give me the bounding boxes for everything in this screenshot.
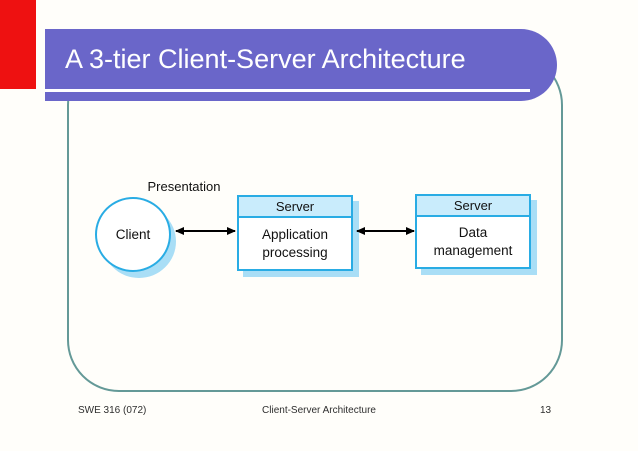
- red-corner-block: [0, 0, 36, 89]
- page-title: A 3-tier Client-Server Architecture: [65, 44, 466, 74]
- application-server-node: Server Application processing: [237, 195, 353, 271]
- title-banner: A 3-tier Client-Server Architecture: [45, 29, 557, 101]
- data-server-title: Server: [417, 196, 529, 217]
- data-server-node: Server Data management: [415, 194, 531, 269]
- footer-deck-title: Client-Server Architecture: [262, 405, 376, 416]
- footer-page-number: 13: [540, 405, 552, 416]
- client-appserver-arrow: [176, 230, 235, 232]
- data-server-label: Data management: [433, 225, 513, 258]
- title-underline-divider: [45, 89, 530, 92]
- application-server-label: Application processing: [261, 226, 329, 260]
- client-node: Client: [95, 197, 171, 272]
- appserver-dataserver-arrow: [357, 230, 414, 232]
- application-server-title: Server: [239, 197, 351, 218]
- footer-course-code: SWE 316 (072): [78, 405, 147, 416]
- presentation-tier-label: Presentation: [147, 179, 221, 194]
- client-label: Client: [115, 227, 151, 242]
